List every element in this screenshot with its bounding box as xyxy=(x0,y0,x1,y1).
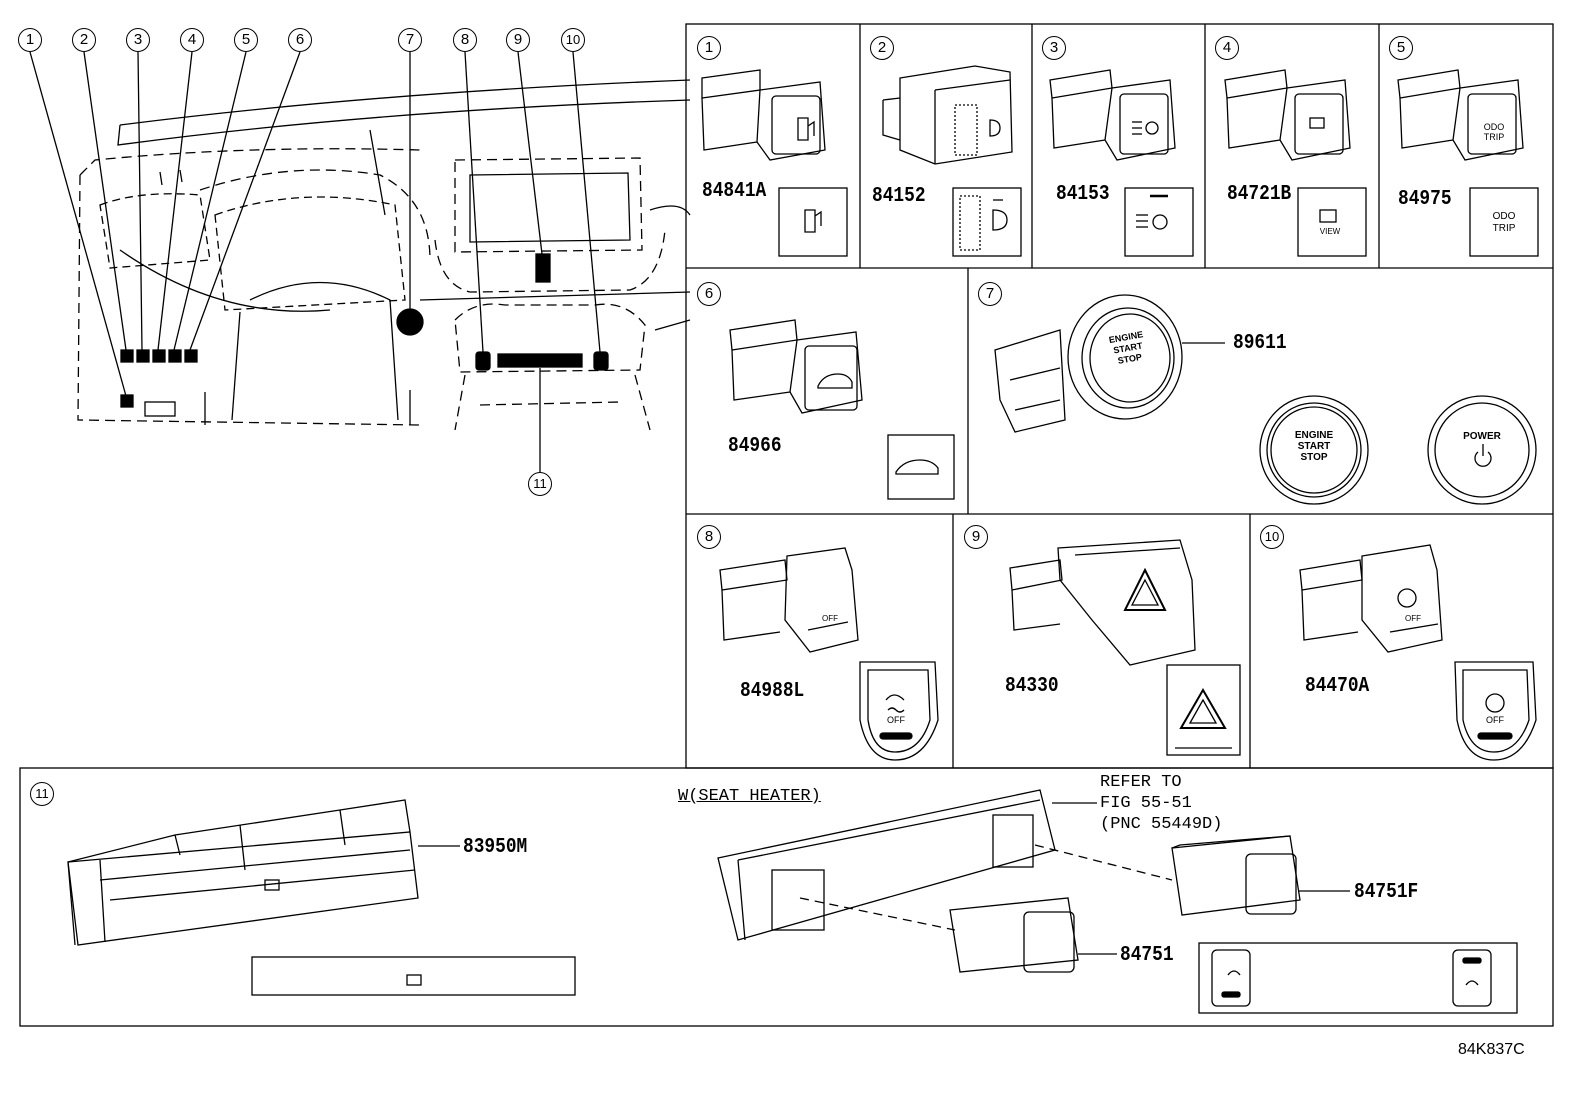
part-number-84721B: 84721B xyxy=(1227,183,1292,206)
switch-84841A-drawing xyxy=(701,69,848,257)
off-label-switch-10: OFF xyxy=(1405,614,1421,623)
panel-9-index: 9 xyxy=(964,525,988,549)
panel-8-index: 8 xyxy=(697,525,721,549)
part-number-84975: 84975 xyxy=(1398,188,1452,211)
panel-4-index: 4 xyxy=(1215,36,1239,60)
panel-1-index: 1 xyxy=(697,36,721,60)
panel-11-index: 11 xyxy=(30,782,54,806)
callout-7: 7 xyxy=(398,28,422,52)
panel-5-index: 5 xyxy=(1389,36,1413,60)
switch-84988L-drawing xyxy=(719,547,939,761)
callout-8: 8 xyxy=(453,28,477,52)
power-button-label: POWER xyxy=(1463,431,1501,442)
callout-4: 4 xyxy=(180,28,204,52)
seat-heater-variant-label: W(SEAT HEATER) xyxy=(678,787,821,806)
part-number-84330: 84330 xyxy=(1005,675,1059,698)
figure-code: 84K837C xyxy=(1458,1041,1525,1058)
part-number-83950M: 83950M xyxy=(463,836,528,859)
panel-6-index: 6 xyxy=(697,282,721,306)
callout-2: 2 xyxy=(72,28,96,52)
switch-84721B-drawing xyxy=(1224,69,1367,257)
part-number-84988L: 84988L xyxy=(740,680,805,703)
part-number-84751F: 84751F xyxy=(1354,881,1419,904)
callout-3: 3 xyxy=(126,28,150,52)
parts-grid-frame xyxy=(19,23,1554,1027)
panel-7-index: 7 xyxy=(978,282,1002,306)
part-number-84152: 84152 xyxy=(872,185,926,208)
part-number-84470A: 84470A xyxy=(1305,675,1370,698)
panel-3-index: 3 xyxy=(1042,36,1066,60)
engine-start-switch-drawing xyxy=(994,294,1537,505)
off-label-switch-8: OFF xyxy=(822,614,838,623)
part-number-89611: 89611 xyxy=(1233,332,1287,355)
part-number-84751: 84751 xyxy=(1120,944,1174,967)
off-label-icon-10: OFF xyxy=(1486,715,1504,725)
view-icon-label: VIEW xyxy=(1319,227,1341,236)
callout-5: 5 xyxy=(234,28,258,52)
switch-assembly-drawing xyxy=(67,789,1518,1014)
switch-84330-drawing xyxy=(1009,539,1241,756)
switch-84966-drawing xyxy=(729,319,955,500)
callout-10: 10 xyxy=(561,28,585,52)
part-number-84153: 84153 xyxy=(1056,183,1110,206)
off-label-icon-8: OFF xyxy=(887,715,905,725)
part-number-84966: 84966 xyxy=(728,435,782,458)
callout-11: 11 xyxy=(528,472,552,496)
refer-to-note: REFER TO FIG 55-51 (PNC 55449D) xyxy=(1100,773,1223,834)
switch-84152-drawing xyxy=(882,65,1022,257)
dashboard-overview xyxy=(29,51,691,472)
switch-84975-drawing xyxy=(1397,69,1539,257)
callout-1: 1 xyxy=(18,28,42,52)
part-number-84841A: 84841A xyxy=(702,180,767,203)
callout-6: 6 xyxy=(288,28,312,52)
callout-9: 9 xyxy=(506,28,530,52)
panel-2-index: 2 xyxy=(870,36,894,60)
panel-10-index: 10 xyxy=(1260,525,1284,549)
switch-84153-drawing xyxy=(1049,69,1194,257)
switch-84470A-drawing xyxy=(1299,544,1537,761)
